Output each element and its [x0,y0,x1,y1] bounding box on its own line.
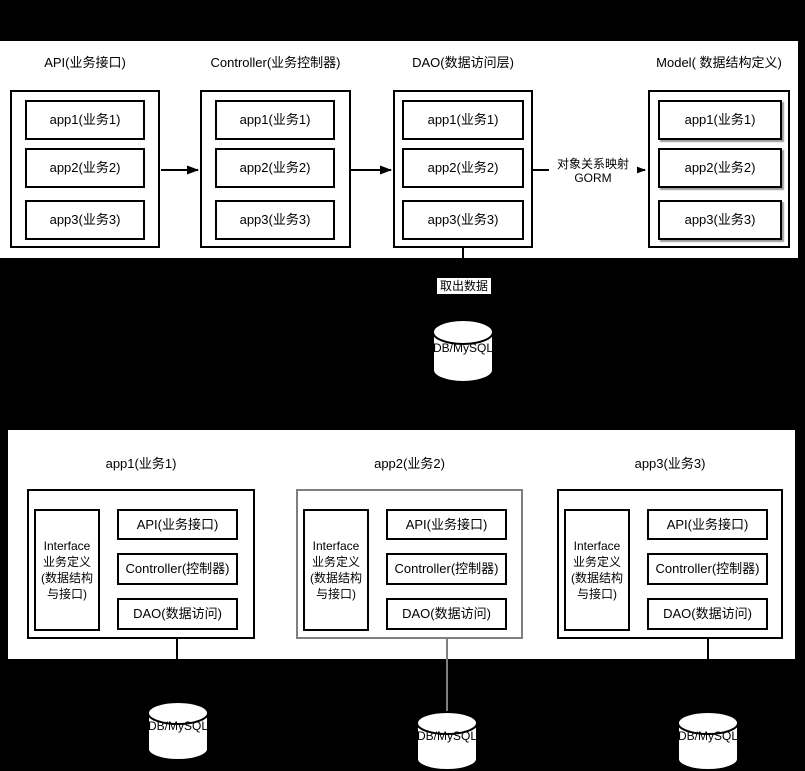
app1-dao-node: DAO(数据访问) [117,598,238,630]
app3-api-node: API(业务接口) [647,509,768,540]
orm-mapping-label: 对象关系映射 GORM [549,157,637,185]
layer-title-api: API(业务接口) [44,55,126,70]
app-node: app2(业务2) [215,148,335,188]
app2-title: app2(业务2) [374,456,445,471]
app-node: app1(业务1) [25,100,145,140]
app-node: app1(业务1) [215,100,335,140]
layer-box-controller: app1(业务1) app2(业务2) app3(业务3) [200,90,351,248]
app3-group-box: Interface 业务定义 (数据结构 与接口) API(业务接口) Cont… [557,489,783,639]
app1-controller-node: Controller(控制器) [117,553,238,585]
layer-box-dao: app1(业务1) app2(业务2) app3(业务3) [393,90,533,248]
app2-interface-node: Interface 业务定义 (数据结构 与接口) [303,509,369,631]
layer-box-model: app1(业务1) app2(业务2) app3(业务3) [648,90,790,248]
db-label-app1: DB/MySQL [147,719,208,733]
app1-group-box: Interface 业务定义 (数据结构 与接口) API(业务接口) Cont… [27,489,255,639]
app2-group-box: Interface 业务定义 (数据结构 与接口) API(业务接口) Cont… [296,489,523,639]
app-node: app1(业务1) [658,100,782,140]
layer-box-api: app1(业务1) app2(业务2) app3(业务3) [10,90,160,248]
app2-api-node: API(业务接口) [386,509,507,540]
app3-controller-node: Controller(控制器) [647,553,768,585]
db-label-main: DB/MySQL [432,341,493,355]
fetch-data-label: 取出数据 [437,278,491,294]
app1-api-node: API(业务接口) [117,509,238,540]
layer-title-dao: DAO(数据访问层) [412,55,514,70]
app-node: app3(业务3) [658,200,782,240]
app1-title: app1(业务1) [105,456,177,471]
orm-mapping-line1: 对象关系映射 [556,157,629,171]
app-node: app2(业务2) [402,148,524,188]
app-node: app1(业务1) [402,100,524,140]
app-node: app2(业务2) [25,148,145,188]
app-node: app3(业务3) [402,200,524,240]
app3-title: app3(业务3) [634,456,706,471]
app3-dao-node: DAO(数据访问) [647,598,768,630]
layer-title-model: Model( 数据结构定义) [656,55,782,70]
app-node: app3(业务3) [25,200,145,240]
app2-dao-node: DAO(数据访问) [386,598,507,630]
orm-mapping-line2: GORM [574,171,612,185]
db-label-app2: DB/MySQL [416,729,477,743]
app-node: app3(业务3) [215,200,335,240]
app2-controller-node: Controller(控制器) [386,553,507,585]
app1-interface-node: Interface 业务定义 (数据结构 与接口) [34,509,100,631]
db-label-app3: DB/MySQL [677,729,738,743]
layer-title-controller: Controller(业务控制器) [210,55,341,70]
app3-interface-node: Interface 业务定义 (数据结构 与接口) [564,509,630,631]
app-node: app2(业务2) [658,148,782,188]
